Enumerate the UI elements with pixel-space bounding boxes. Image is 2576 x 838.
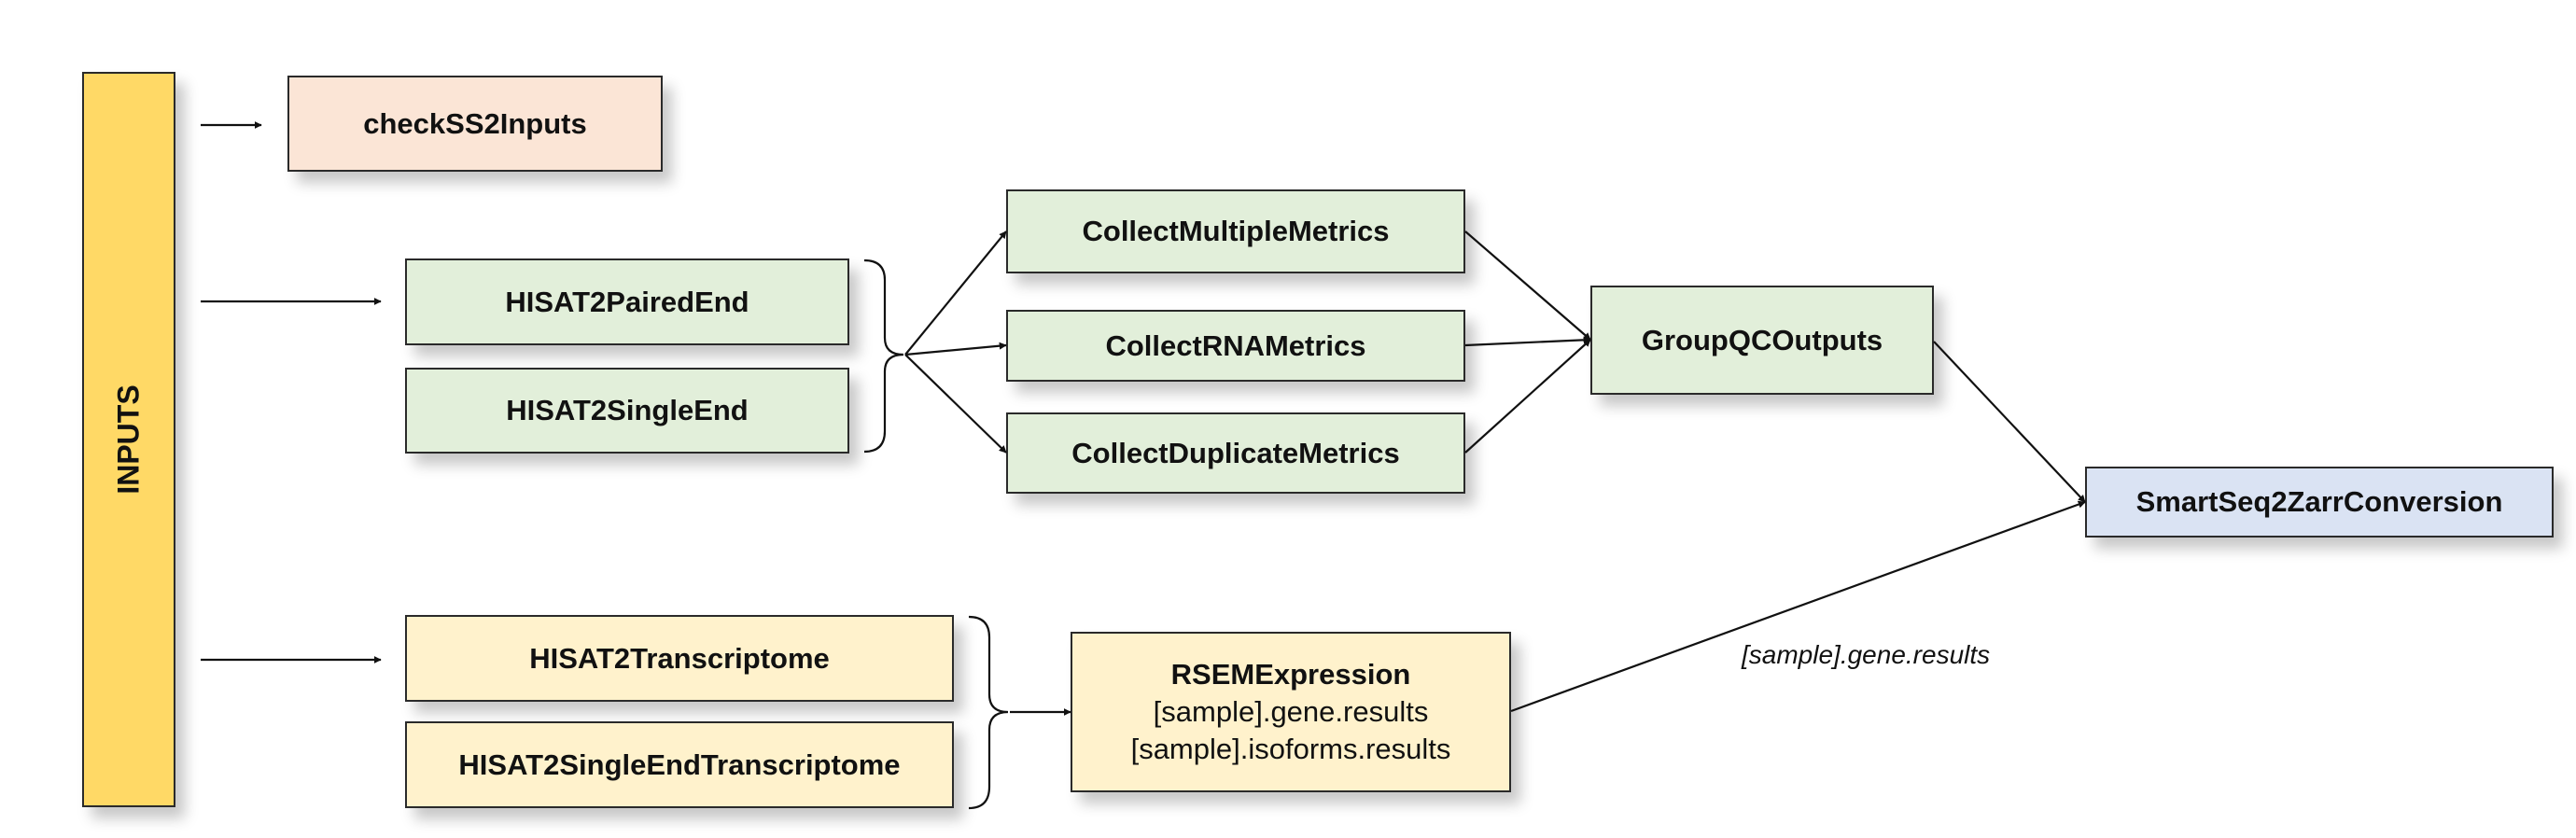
rsem-title: RSEMExpression [1170, 657, 1411, 691]
edge-groupqc-smartseq2 [1933, 341, 2086, 503]
edge-brace-collect-rna [904, 342, 1007, 356]
node-smartseq2-zarr-conversion: SmartSeq2ZarrConversion [2085, 467, 2554, 538]
edge-label-gene-results: [sample].gene.results [1742, 640, 1991, 669]
edge-dup-groupqc [1464, 339, 1591, 454]
node-collect-multiple-metrics: CollectMultipleMetrics [1006, 189, 1465, 273]
edge-rsem-smartseq2 [1510, 500, 2086, 713]
inputs-bar [82, 72, 175, 807]
node-hisat2-single-end: HISAT2SingleEnd [405, 368, 849, 454]
node-rsem-expression: RSEMExpression [sample].gene.results [sa… [1071, 632, 1511, 792]
rsem-gene-results: [sample].gene.results [1153, 694, 1429, 728]
edge-brace-collect-dup [904, 354, 1007, 454]
node-collect-rna-metrics: CollectRNAMetrics [1006, 310, 1465, 382]
edge-rna-groupqc [1464, 336, 1591, 347]
node-group-qc-outputs: GroupQCOutputs [1590, 286, 1934, 395]
edge-brace-collect-multiple [904, 230, 1007, 356]
brace-hisat2 [863, 258, 904, 454]
node-collect-duplicate-metrics: CollectDuplicateMetrics [1006, 412, 1465, 494]
edge-multiple-groupqc [1464, 230, 1591, 341]
node-hisat2-paired-end: HISAT2PairedEnd [405, 258, 849, 345]
node-check-ss2-inputs: checkSS2Inputs [287, 76, 663, 172]
node-hisat2-transcriptome: HISAT2Transcriptome [405, 615, 954, 702]
brace-transcriptome [968, 615, 1009, 810]
rsem-isoforms-results: [sample].isoforms.results [1130, 733, 1451, 766]
node-hisat2-single-end-transcriptome: HISAT2SingleEndTranscriptome [405, 721, 954, 808]
